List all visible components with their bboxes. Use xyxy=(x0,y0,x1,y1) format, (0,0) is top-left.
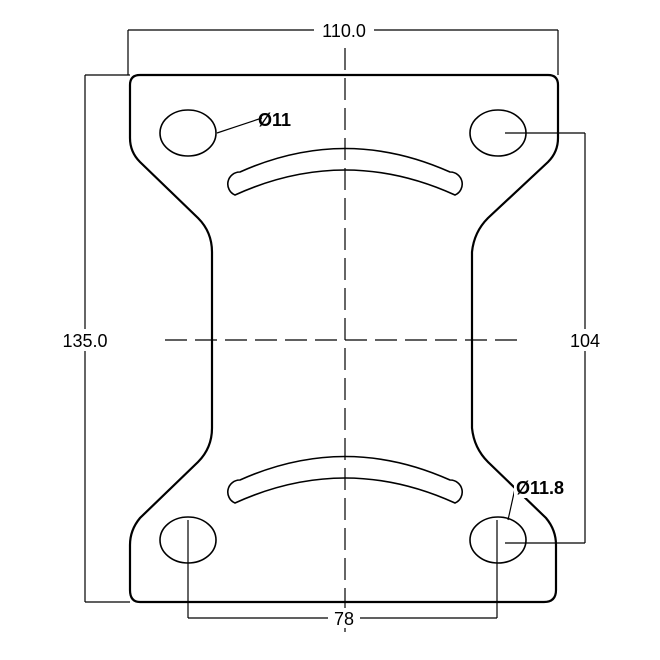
bottom-hole-diameter-label: Ø11.8 xyxy=(516,478,564,498)
hole-spacing-vertical-label: 104 xyxy=(570,331,600,351)
height-dimension-label: 135.0 xyxy=(62,331,107,351)
mount-hole-top-left xyxy=(159,109,217,157)
top-hole-diameter-label: Ø11 xyxy=(258,110,291,130)
plate-outline xyxy=(128,73,560,604)
hole-spacing-horizontal-label: 78 xyxy=(334,609,354,629)
mount-hole-bottom-right xyxy=(469,516,527,564)
width-dimension-label: 110.0 xyxy=(322,21,366,41)
slot-bottom xyxy=(226,455,464,504)
slot-top xyxy=(226,147,464,196)
hole-spacing-horizontal-dimension xyxy=(187,520,498,619)
top-hole-leader xyxy=(216,117,263,134)
